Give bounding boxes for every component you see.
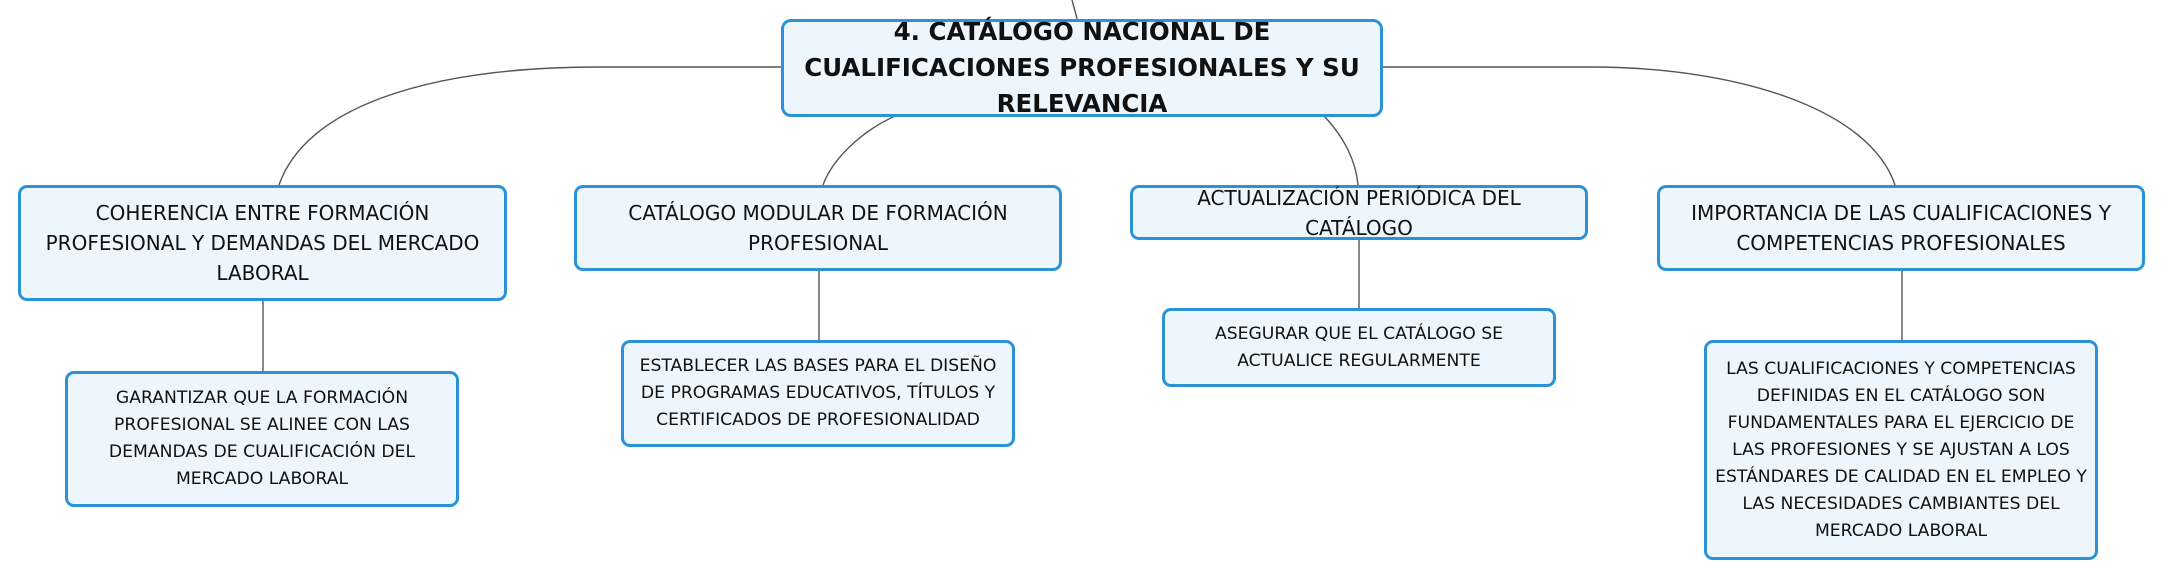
connector-root-branch-2: [822, 115, 896, 186]
root-topic-label: 4. CATÁLOGO NACIONAL DE CUALIFICACIONES …: [804, 17, 1360, 118]
branch-actualizacion-label: ACTUALIZACIÓN PERIÓDICA DEL CATÁLOGO: [1197, 185, 1521, 240]
connector-root-branch-1: [278, 66, 781, 186]
leaf-establecer-label: ESTABLECER LAS BASES PARA EL DISEÑO DE P…: [639, 356, 997, 430]
branch-importancia[interactable]: IMPORTANCIA DE LAS CUALIFICACIONES Y COM…: [1657, 185, 2145, 271]
leaf-garantizar-label: GARANTIZAR QUE LA FORMACIÓN PROFESIONAL …: [108, 388, 416, 489]
branch-actualizacion[interactable]: ACTUALIZACIÓN PERIÓDICA DEL CATÁLOGO: [1130, 185, 1588, 240]
branch-catalogo-modular-label: CATÁLOGO MODULAR DE FORMACIÓN PROFESIONA…: [628, 201, 1008, 255]
connector-root-branch-3: [1323, 115, 1359, 186]
leaf-las-cualificaciones-label: LAS CUALIFICACIONES Y COMPETENCIAS DEFIN…: [1715, 358, 2087, 541]
leaf-asegurar[interactable]: ASEGURAR QUE EL CATÁLOGO SE ACTUALICE RE…: [1162, 308, 1556, 387]
branch-importancia-label: IMPORTANCIA DE LAS CUALIFICACIONES Y COM…: [1691, 201, 2111, 255]
connector-root-branch-4: [1383, 66, 1896, 186]
leaf-las-cualificaciones[interactable]: LAS CUALIFICACIONES Y COMPETENCIAS DEFIN…: [1704, 340, 2098, 560]
leaf-establecer[interactable]: ESTABLECER LAS BASES PARA EL DISEÑO DE P…: [621, 340, 1015, 447]
branch-coherencia-label: COHERENCIA ENTRE FORMACIÓN PROFESIONAL Y…: [45, 201, 480, 285]
leaf-asegurar-label: ASEGURAR QUE EL CATÁLOGO SE ACTUALICE RE…: [1214, 323, 1504, 371]
leaf-garantizar[interactable]: GARANTIZAR QUE LA FORMACIÓN PROFESIONAL …: [65, 371, 459, 507]
branch-catalogo-modular[interactable]: CATÁLOGO MODULAR DE FORMACIÓN PROFESIONA…: [574, 185, 1062, 271]
branch-coherencia[interactable]: COHERENCIA ENTRE FORMACIÓN PROFESIONAL Y…: [18, 185, 507, 301]
root-topic[interactable]: 4. CATÁLOGO NACIONAL DE CUALIFICACIONES …: [781, 17, 1383, 118]
